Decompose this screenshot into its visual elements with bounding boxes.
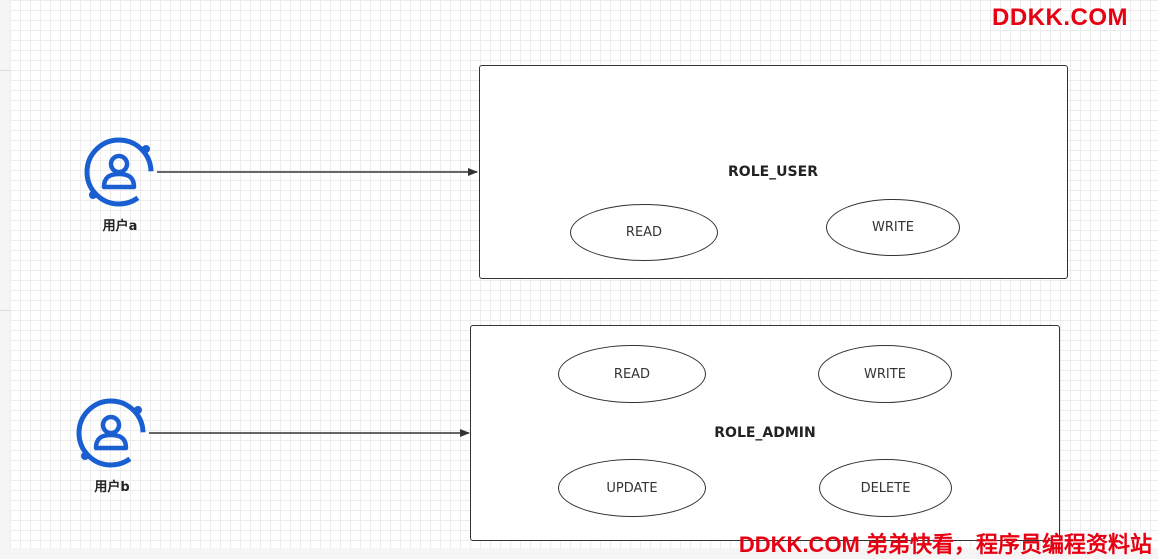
user-a-label: 用户a [102, 219, 138, 234]
canvas-divider [0, 310, 10, 311]
permission-write[interactable]: WRITE [818, 345, 952, 403]
permission-delete[interactable]: DELETE [819, 459, 952, 517]
permission-read[interactable]: READ [570, 204, 718, 261]
permission-update[interactable]: UPDATE [558, 459, 706, 517]
user-a[interactable]: 用户a [80, 137, 160, 247]
role-user-title: ROLE_USER [728, 164, 818, 180]
watermark-bottom: DDKK.COM 弟弟快看，程序员编程资料站 [738, 532, 1152, 557]
canvas-divider [0, 70, 10, 71]
user-icon [76, 398, 146, 468]
watermark-top: DDKK.COM [992, 4, 1128, 31]
permission-write[interactable]: WRITE [826, 199, 960, 256]
permission-read[interactable]: READ [558, 345, 706, 403]
user-b[interactable]: 用户b [72, 398, 152, 508]
user-icon [84, 137, 154, 207]
role-admin-title: ROLE_ADMIN [714, 425, 816, 441]
user-b-label: 用户b [94, 480, 130, 495]
